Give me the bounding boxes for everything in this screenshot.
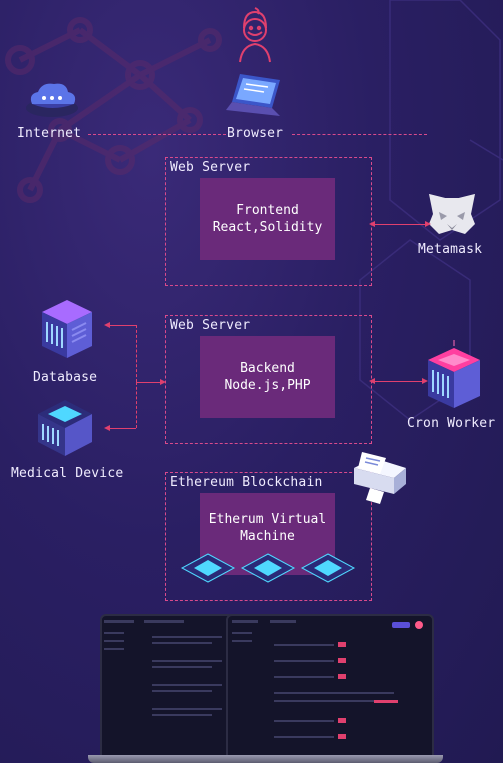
- cloud-icon: [26, 83, 78, 117]
- database-backend-arrow: [104, 322, 136, 328]
- frontend-panel-text: Frontend React,Solidity: [212, 203, 323, 235]
- medical-device-chip-icon: [38, 400, 92, 456]
- blockchain-node-icon: [180, 553, 356, 583]
- medical-backend-vertical: [136, 382, 137, 428]
- database-server-icon: [42, 300, 92, 358]
- ethereum-blockchain-title: Ethereum Blockchain: [170, 475, 323, 490]
- metamask-fox-icon: [429, 194, 475, 234]
- printer-icon: [354, 452, 406, 504]
- laptop-base: [88, 755, 443, 763]
- laptop-icon: [226, 74, 280, 116]
- ethereum-blockchain-group: [165, 472, 372, 601]
- laptop-screen-right: [226, 614, 434, 760]
- metamask-label: Metamask: [418, 242, 483, 257]
- medical-backend-arrow: [104, 425, 136, 431]
- dashboard-preview: [104, 620, 423, 739]
- browser-right-connector: [292, 134, 427, 135]
- backend-panel: Backend Node.js,PHP: [200, 336, 335, 418]
- frontend-panel: Frontend React,Solidity: [200, 178, 335, 260]
- backend-panel-text: Backend Node.js,PHP: [224, 361, 311, 393]
- user-icon: [239, 7, 271, 63]
- web-server-frontend-title: Web Server: [170, 160, 251, 175]
- internet-browser-connector: [88, 134, 226, 135]
- web-server-backend-title: Web Server: [170, 318, 251, 333]
- frontend-metamask-arrow: [369, 221, 431, 227]
- internet-label: Internet: [17, 126, 82, 141]
- hub-backend-arrow: [136, 379, 166, 385]
- backend-cron-arrow: [369, 378, 428, 384]
- database-backend-vertical: [136, 325, 137, 382]
- database-label: Database: [33, 370, 98, 385]
- cron-worker-server-icon: [428, 340, 480, 408]
- browser-label: Browser: [227, 126, 284, 141]
- evm-panel-text: Etherum Virtual Machine: [208, 512, 327, 544]
- cron-worker-label: Cron Worker: [407, 416, 496, 431]
- medical-device-label: Medical Device: [11, 466, 124, 481]
